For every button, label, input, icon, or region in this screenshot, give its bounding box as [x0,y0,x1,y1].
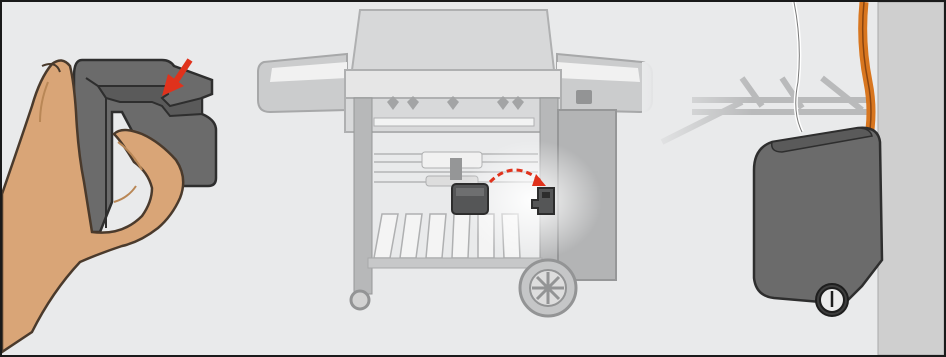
front-caster [351,291,369,309]
grill-wheel [520,260,576,316]
grill-lid [352,10,554,70]
ignition-knob-icon [816,284,848,316]
side-panel-badge [576,90,592,104]
grill-control-panel [345,70,561,98]
grill-side-wall [878,2,944,355]
cover-in-grill-view [452,184,488,214]
right-side-shelf [557,54,652,112]
grill-illustration [258,10,652,316]
left-side-shelf [258,54,347,112]
hand-with-cover [2,60,216,352]
cover-installed-large [754,128,882,304]
closeup-panel [642,2,944,355]
